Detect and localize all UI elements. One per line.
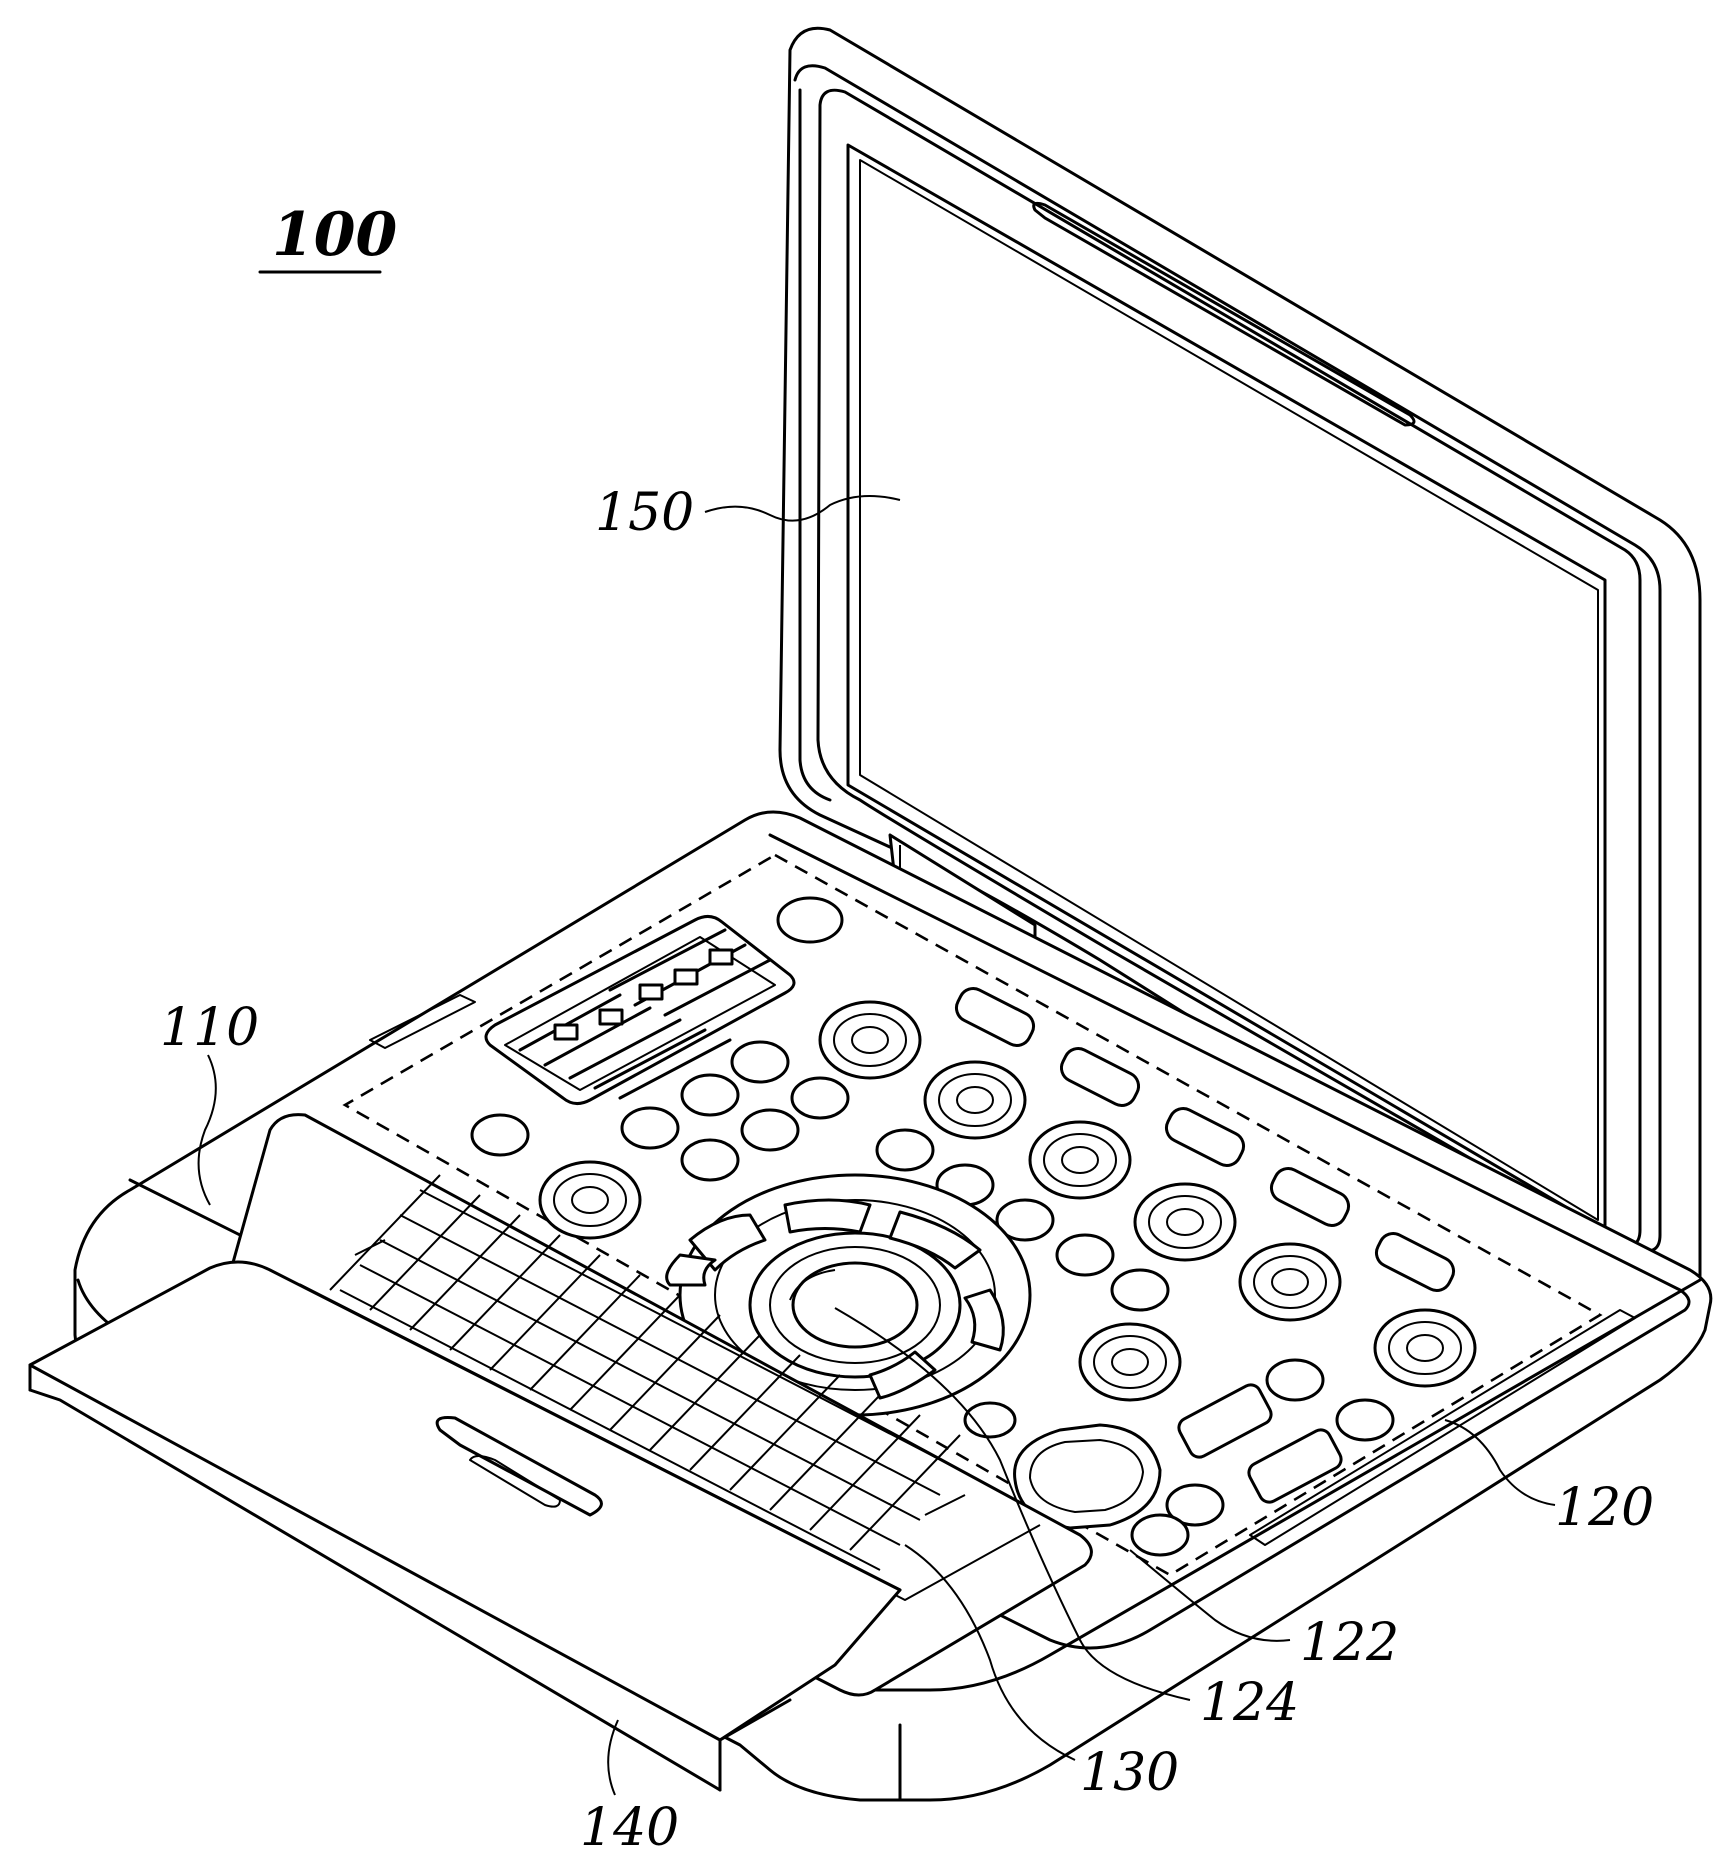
rotary-knob-7[interactable]	[1080, 1324, 1180, 1400]
label-122: 122	[1300, 1613, 1399, 1673]
rotary-knob-3[interactable]	[1030, 1122, 1130, 1198]
slider-knob-3[interactable]	[640, 985, 662, 999]
panel-key[interactable]	[1267, 1360, 1323, 1400]
panel-key[interactable]	[472, 1115, 528, 1155]
label-140: 140	[580, 1798, 679, 1852]
panel-key[interactable]	[682, 1075, 738, 1115]
slider-knob-1[interactable]	[555, 1025, 577, 1039]
rotary-knob-5[interactable]	[1240, 1244, 1340, 1320]
panel-key[interactable]	[682, 1140, 738, 1180]
label-150: 150	[595, 483, 694, 543]
panel-key[interactable]	[622, 1108, 678, 1148]
label-120: 120	[1555, 1478, 1654, 1538]
panel-key[interactable]	[792, 1078, 848, 1118]
label-124: 124	[1200, 1673, 1299, 1733]
label-110: 110	[160, 998, 259, 1058]
panel-key[interactable]	[965, 1403, 1015, 1437]
label-100: 100	[272, 200, 397, 270]
panel-key[interactable]	[742, 1110, 798, 1150]
panel-key[interactable]	[877, 1130, 933, 1170]
slider-knob-4[interactable]	[675, 970, 697, 984]
leader-140	[608, 1720, 618, 1795]
panel-key[interactable]	[1057, 1235, 1113, 1275]
rotary-knob-8[interactable]	[1375, 1310, 1475, 1386]
slider-knob-2[interactable]	[600, 1010, 622, 1024]
panel-key[interactable]	[1132, 1515, 1188, 1555]
power-button[interactable]	[778, 898, 842, 942]
slider-knob-5[interactable]	[710, 950, 732, 964]
panel-key[interactable]	[1337, 1400, 1393, 1440]
rotary-knob-6[interactable]	[540, 1162, 640, 1238]
rotary-knob-2[interactable]	[925, 1062, 1025, 1138]
label-130: 130	[1080, 1743, 1179, 1803]
trackball-ring-button[interactable]	[785, 1200, 870, 1232]
panel-key[interactable]	[732, 1042, 788, 1082]
rotary-knob-4[interactable]	[1135, 1184, 1235, 1260]
rotary-knob-1[interactable]	[820, 1002, 920, 1078]
panel-key[interactable]	[1112, 1270, 1168, 1310]
